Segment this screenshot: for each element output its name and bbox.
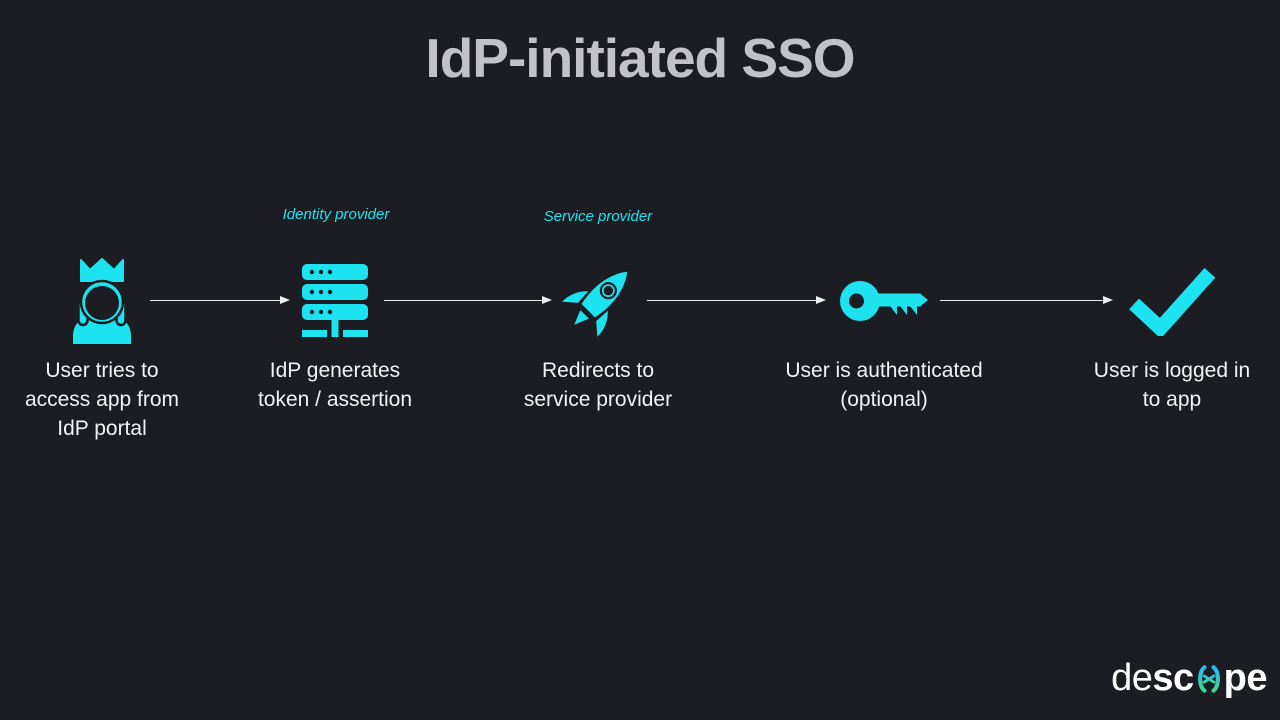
logo-text-de: de	[1111, 656, 1153, 699]
flow-arrow-1	[150, 295, 290, 304]
queen-user-icon	[66, 256, 138, 346]
checkmark-icon	[1126, 256, 1218, 346]
flow-arrow-3	[647, 295, 826, 304]
step-user-logged-in: User is logged in to app	[1052, 256, 1280, 414]
step-caption: User is authenticated (optional)	[785, 359, 983, 411]
step-caption: User is logged in to app	[1093, 359, 1251, 411]
key-icon	[840, 256, 928, 346]
step-redirect-to-sp: Redirects to service provider	[478, 256, 718, 414]
step-user-portal: User tries to access app from IdP portal	[0, 256, 222, 443]
logo-text-sc: sc	[1152, 656, 1194, 699]
page-title: IdP-initiated SSO	[425, 27, 855, 89]
flow-arrow-2	[384, 295, 552, 304]
descope-asterisk-mark-icon	[1197, 665, 1220, 693]
step-caption: Redirects to service provider	[523, 359, 673, 411]
step-caption: User tries to access app from IdP portal	[24, 359, 180, 440]
flow-arrow-4	[940, 295, 1113, 304]
step-idp-generates-token: IdP generates token / assertion	[215, 256, 455, 414]
rocket-icon	[555, 256, 641, 346]
identity-provider-label: Identity provider	[282, 206, 390, 223]
service-provider-label: Service provider	[543, 208, 653, 225]
step-caption: IdP generates token / assertion	[257, 359, 413, 411]
step-user-authenticated: User is authenticated (optional)	[764, 256, 1004, 414]
server-icon	[302, 256, 368, 346]
logo-text-pe: pe	[1223, 656, 1268, 699]
